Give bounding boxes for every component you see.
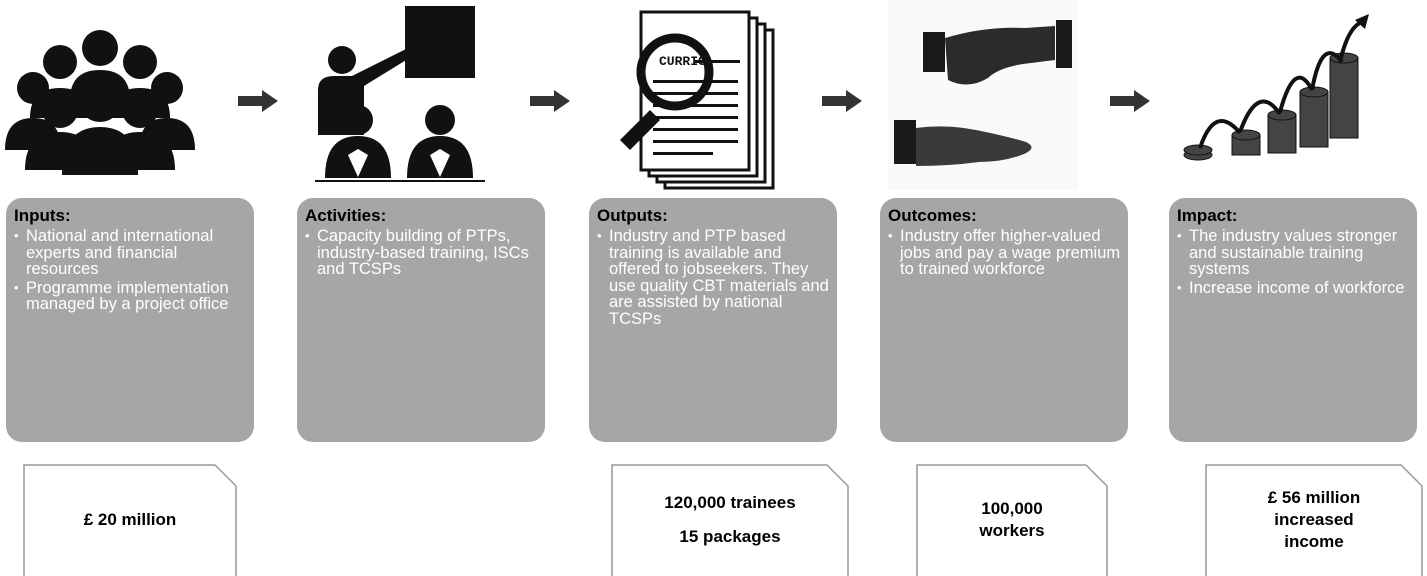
result-impact: £ 56 million increased income [1205,464,1423,576]
curriculum-label: CURRIC [659,54,706,69]
bullet-item: National and international experts and f… [14,228,254,278]
stage-bullets: Industry and PTP based training is avail… [597,228,837,327]
stage-bullets: Industry offer higher-valued jobs and pa… [888,228,1128,278]
result-shape [23,464,237,576]
stage-title: Activities: [305,206,387,225]
teacher-presentation-icon [315,6,485,182]
bullet-item: Increase income of workforce [1177,279,1417,297]
stage-title: Outputs: [597,206,668,225]
coin-growth-icon [1183,14,1369,161]
result-line: income [1284,532,1344,551]
result-outcomes: 100,000 workers [916,464,1108,576]
bullet-item: Industry offer higher-valued jobs and pa… [888,228,1128,278]
handshake-icon [888,0,1078,190]
bullet-item: Industry and PTP based training is avail… [597,228,837,327]
flow-arrow-icon [1110,90,1150,112]
stage-box-inputs: Inputs: National and international exper… [6,198,254,442]
bullet-item: The industry values stronger and sustain… [1177,228,1417,278]
stage-box-activities: Activities: Capacity building of PTPs, i… [297,198,545,442]
stage-box-outputs: Outputs: Industry and PTP based training… [589,198,837,442]
stage-title: Impact: [1177,206,1238,225]
stage-box-impact: Impact: The industry values stronger and… [1169,198,1417,442]
result-shape [916,464,1108,576]
stage-bullets: The industry values stronger and sustain… [1177,228,1417,296]
stage-bullets: National and international experts and f… [14,228,254,313]
result-line: 120,000 trainees [664,493,796,512]
curriculum-magnifier-icon: CURRIC [620,10,775,190]
bullet-item: Programme implementation managed by a pr… [14,279,254,313]
result-shape [1205,464,1423,576]
stage-title: Outcomes: [888,206,977,225]
result-line: 100,000 [981,499,1043,518]
people-group-icon [5,30,195,175]
result-line: 15 packages [679,527,781,546]
result-line: £ 56 million [1267,488,1361,507]
stage-bullets: Capacity building of PTPs, industry-base… [305,228,545,278]
flow-arrow-icon [530,90,570,112]
result-line: £ 20 million [83,510,177,529]
stage-box-outcomes: Outcomes: Industry offer higher-valued j… [880,198,1128,442]
bullet-item: Capacity building of PTPs, industry-base… [305,228,545,278]
stage-title: Inputs: [14,206,71,225]
result-shape [611,464,849,576]
flow-arrow-icon [238,90,278,112]
result-inputs: £ 20 million [23,464,237,576]
result-line: increased [1274,510,1354,529]
flow-arrow-icon [822,90,862,112]
result-outputs: 120,000 trainees 15 packages [611,464,849,576]
result-line: workers [979,521,1045,540]
